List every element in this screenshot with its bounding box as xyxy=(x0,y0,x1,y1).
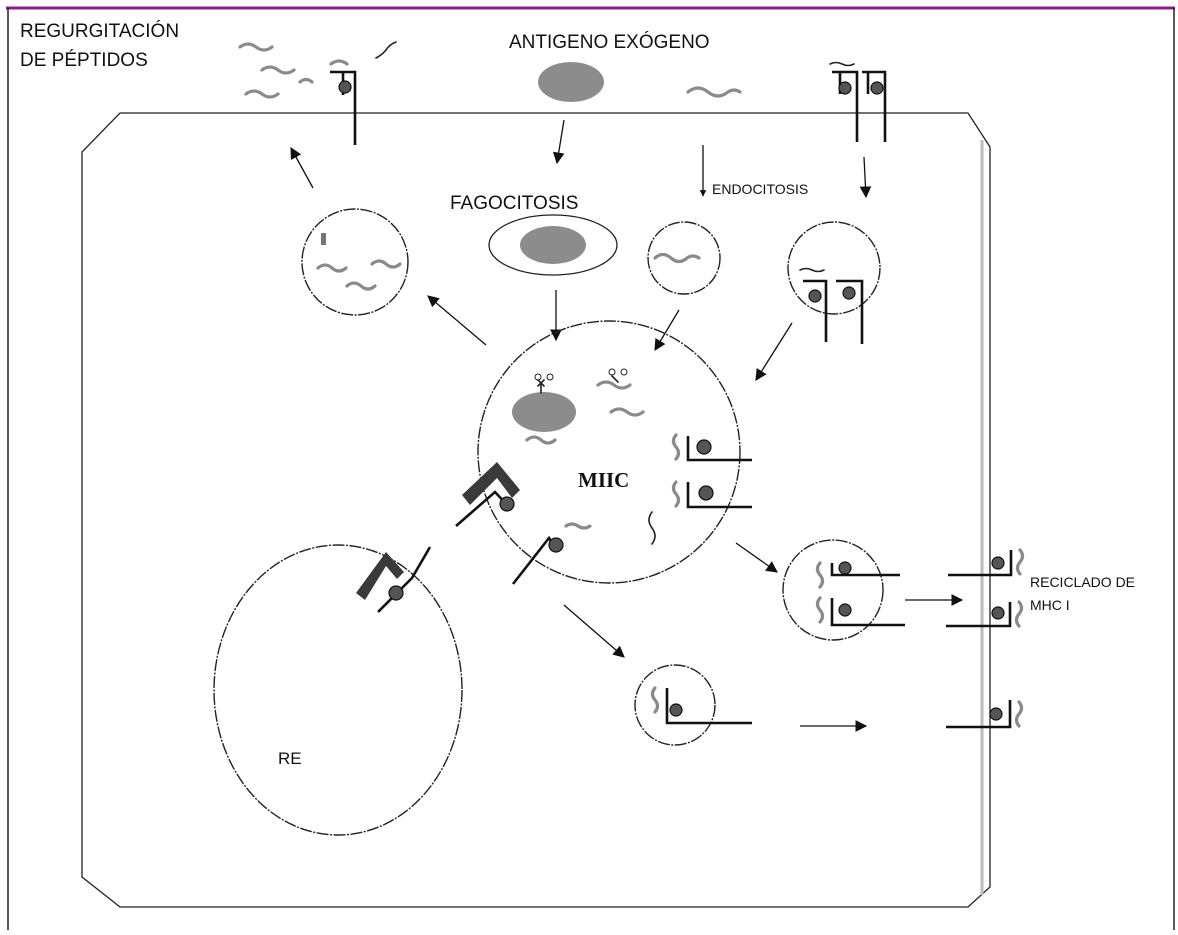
miic-compartment xyxy=(478,321,752,584)
label-er: RE xyxy=(278,749,302,768)
surface-mhc-molecule-left xyxy=(330,72,355,145)
label-phagocytosis: FAGOCITOSIS xyxy=(450,193,578,214)
mhc-chaperone-complex-miic xyxy=(456,462,520,526)
label-exogenous-antigen: ANTIGENO EXÓGENO xyxy=(509,31,710,53)
label-endocytosis: ENDOCITOSIS xyxy=(712,181,808,197)
regurgitation-vesicle xyxy=(302,209,408,315)
label-regurgitation-line1: REGURGITACIÓN xyxy=(20,20,179,42)
endocytic-vesicle-mhc xyxy=(788,222,880,344)
exogenous-antigen xyxy=(538,62,604,102)
surface-mhc-bottom xyxy=(946,700,1022,727)
transport-vesicle-bottom xyxy=(635,665,752,745)
phagosome xyxy=(489,215,617,275)
recycling-vesicle xyxy=(783,540,905,640)
label-regurgitation-line2: DE PÉPTIDOS xyxy=(20,50,148,71)
recycled-surface-mhc xyxy=(946,550,1023,626)
peptide-extracellular-endocytosis xyxy=(688,88,740,96)
extracellular-peptides xyxy=(240,42,396,97)
label-miic: MIIC xyxy=(578,468,629,492)
label-recycling-line2: MHC I xyxy=(1030,597,1070,613)
label-recycling-line1: RECICLADO DE xyxy=(1030,574,1135,590)
surface-mhc-pair-top xyxy=(830,63,885,143)
endocytic-vesicle-peptide xyxy=(648,222,720,294)
endoplasmic-reticulum xyxy=(214,545,462,835)
pathway-arrows xyxy=(291,120,962,726)
